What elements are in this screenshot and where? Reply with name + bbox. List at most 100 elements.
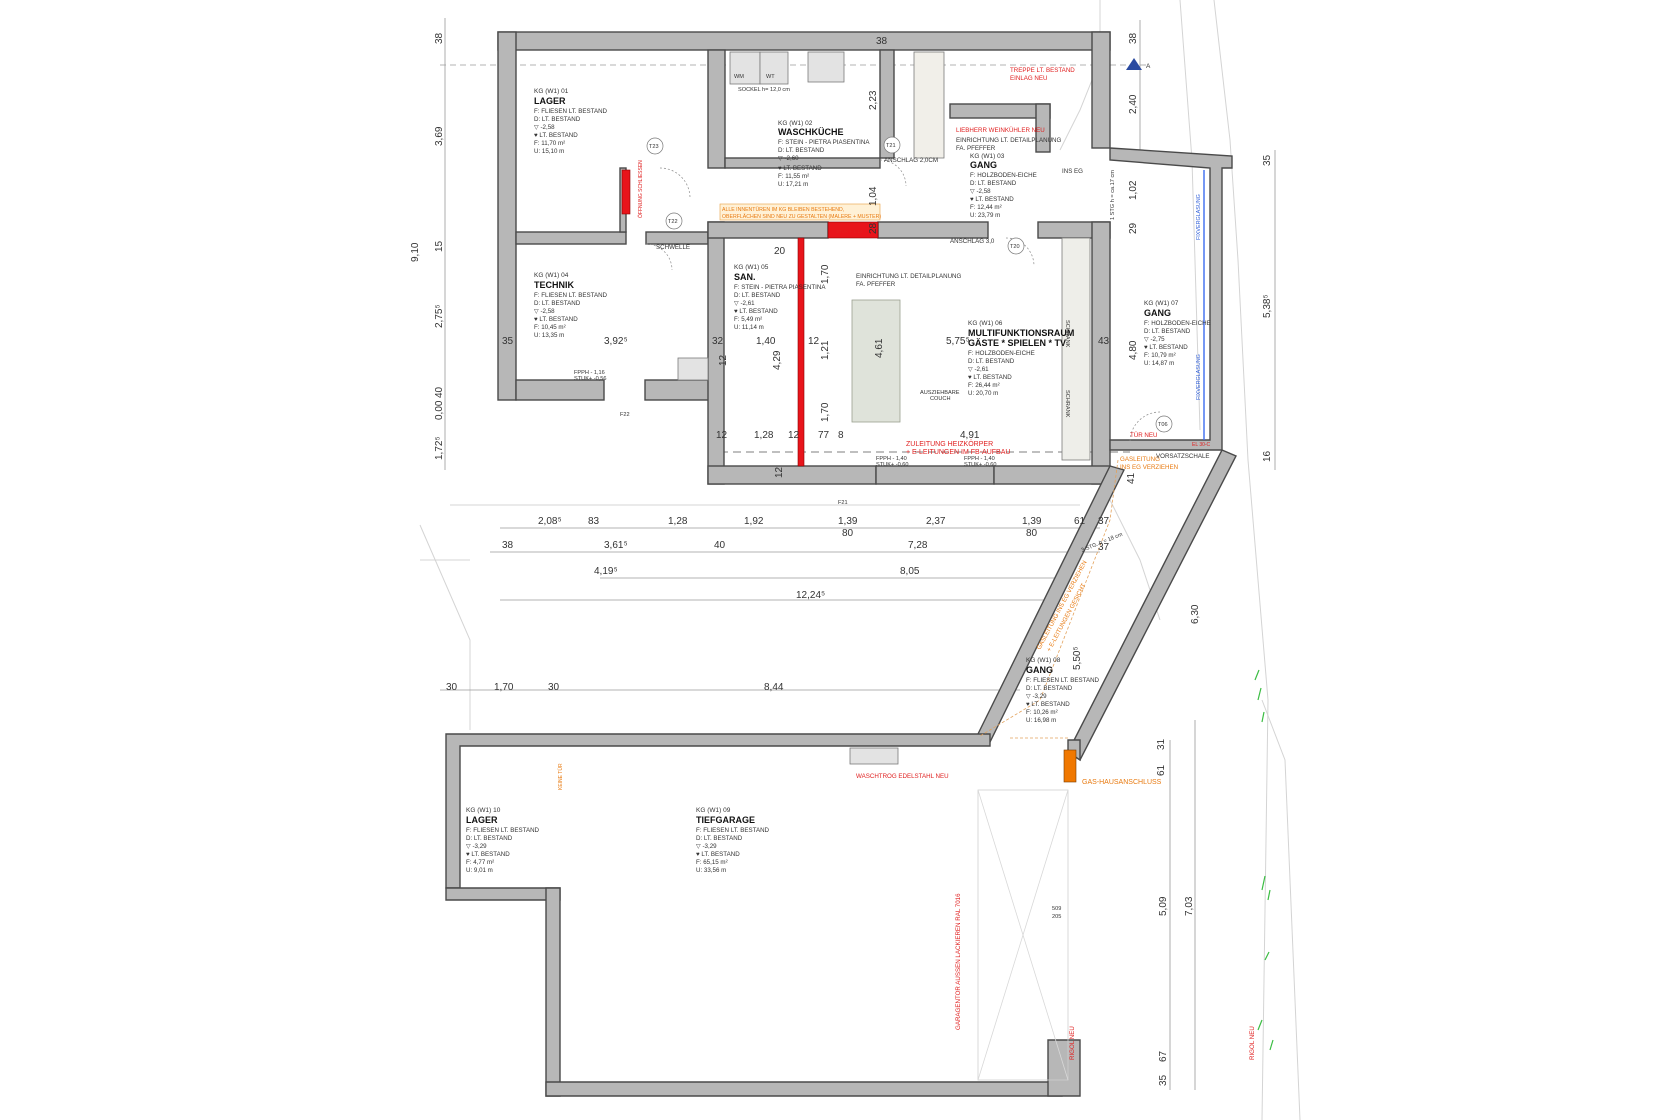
label-rooms-5-lines-2: ▽ -2,61 <box>968 366 989 373</box>
label-dims-d38a: 38 <box>434 32 445 44</box>
label-dims-r1-80a: 80 <box>842 528 854 539</box>
neighbour-outlines <box>419 0 1301 1120</box>
label-notes-black-fa-pfeffer2: FA. PFEFFER <box>956 145 996 152</box>
sink <box>807 51 845 83</box>
room-label-02-cont: ♥ LT. BESTAND F: 11,55 m² U: 17,21 m <box>778 165 822 188</box>
label-notes-red-zuleitung1: ZULEITUNG HEIZKÖRPER <box>906 440 993 448</box>
label-rooms-8-lines-5: U: 33,56 m <box>696 867 726 874</box>
label-notes-red-rigol1: RIGOL NEU <box>1069 1026 1076 1060</box>
label-notes-black-fa-pfeffer1: FA. PFEFFER <box>856 281 896 288</box>
label-rooms-6-lines-4: F: 10,79 m² <box>1144 352 1176 359</box>
red-lintel <box>827 221 879 239</box>
door-tags: T23 T22 T21 T20 T06 F22 F21 <box>620 136 1173 506</box>
label-notes-red-stuk: STUK + 1,10 <box>836 229 863 234</box>
label-notes-orange-innentueren1: ALLE INNENTÜREN IM KG BLEIBEN BESTEHEND, <box>722 206 844 213</box>
label-rooms-7-lines-4: F: 10,26 m² <box>1026 709 1058 716</box>
label-notes-black-meas2: 205 <box>1052 914 1061 920</box>
room-label-06: KG (W1) 06 MULTIFUNKTIONSRAUM GÄSTE * SP… <box>968 320 1074 397</box>
staircase <box>913 51 945 159</box>
label-notes-black-stg2: 1 STG h = ca.17 cm <box>1110 170 1116 220</box>
label-rooms-7-name: GANG <box>1026 665 1053 675</box>
label-notes-orange-gasanschluss: GAS-HAUSANSCHLUSS <box>1082 779 1162 786</box>
label-dims-d703: 7,03 <box>1184 896 1195 916</box>
label-blue-labels-fixvert1: FIXVERGLASUNG <box>1196 194 1202 240</box>
garage-cross <box>977 789 1069 1081</box>
label-dims-d29: 29 <box>1128 222 1139 234</box>
label-dims-d35b: 35 <box>1158 1074 1169 1086</box>
label-dims-r1-139b: 1,39 <box>1022 516 1042 527</box>
label-notes-black-anschlag2: ANSCHLAG 3,0 <box>950 238 995 245</box>
label-rooms-4-lines-3: ♥ LT. BESTAND <box>734 308 778 315</box>
room-label-09: KG (W1) 09 TIEFGARAGE F: FLIESEN LT. BES… <box>696 807 770 874</box>
pull-out-couch <box>851 299 901 423</box>
label-rooms-0-lines-1: D: LT. BESTAND <box>534 116 581 123</box>
label-dims-r2-37: 37 <box>1098 542 1110 553</box>
label-rooms-9-code: KG (W1) 10 <box>466 807 501 814</box>
label-notes-red-tuer-neu: TÜR NEU <box>1130 432 1158 439</box>
label-notes-black-ins-eg: INS EG <box>1062 168 1083 175</box>
label-dims-r5-170: 1,70 <box>494 682 514 693</box>
label-notes-orange-gasleitung1: GASLEITUNG <box>1120 456 1160 463</box>
label-rooms-3-lines-2: ▽ -2,58 <box>534 308 555 315</box>
label-rooms-8-lines-0: F: FLIESEN LT. BESTAND <box>696 827 770 834</box>
label-notes-black-einrichtung2: EINRICHTUNG LT. DETAILPLANUNG <box>956 137 1062 144</box>
wash-trough <box>849 747 899 765</box>
label-rooms-9-lines-3: ♥ LT. BESTAND <box>466 851 510 858</box>
label-rooms-2-lines-0: F: HOLZBODEN-EICHE <box>970 172 1037 179</box>
label-rooms-7-lines-1: D: LT. BESTAND <box>1026 685 1073 692</box>
label-rooms-9-lines-1: D: LT. BESTAND <box>466 835 513 842</box>
label-notes-orange-innentueren2: OBERFLÄCHEN SIND NEU ZU GESTALTEN (MALER… <box>722 213 881 220</box>
label-rooms-8-code: KG (W1) 09 <box>696 807 731 814</box>
label-notes-black-meas1: 509 <box>1052 906 1061 912</box>
label-dims-r1-80b: 80 <box>1026 528 1038 539</box>
label-notes-black-wm: WM <box>734 74 744 80</box>
label-dims-d121: 1,21 <box>820 340 831 360</box>
label-dims-r1-139a: 1,39 <box>838 516 858 527</box>
label-dims-d223: 2,23 <box>868 90 879 110</box>
label-dims-r1-37: 37 <box>1098 516 1110 527</box>
label-dims-d8: 8 <box>838 430 844 441</box>
label-notes-black-stuk3: STUK+ -0,60 <box>964 462 997 468</box>
label-notes-black-stuk1: STUK+ -0,56 <box>574 376 607 382</box>
label-dims-d12a: 12 <box>718 354 729 366</box>
label-dims-r2-40: 40 <box>714 540 726 551</box>
label-rooms-3-lines-3: ♥ LT. BESTAND <box>534 316 578 323</box>
label-rooms-8-lines-4: F: 65,15 m² <box>696 859 728 866</box>
label-notes-black-fpph2: FPPH - 1,40 <box>876 456 907 462</box>
label-rooms-2-lines-5: U: 23,79 m <box>970 212 1000 219</box>
dimensions: 38 38 38 3,69 9,10 15 2,75⁵ 40 0,00 1,72… <box>410 32 1273 1086</box>
annotation-notes: EINRICHTUNG LT. DETAILPLANUNG FA. PFEFFE… <box>574 74 1211 920</box>
label-rooms-5-name2: GÄSTE * SPIELEN * TV <box>968 338 1066 348</box>
label-dims-d102: 1,02 <box>1128 180 1139 200</box>
walls <box>445 31 1237 1097</box>
label-dims-d40: 40 <box>434 386 445 398</box>
label-dims-d5755: 5,75⁵ <box>946 336 970 347</box>
label-rooms-1-name: WASCHKÜCHE <box>778 127 844 137</box>
label-dims-d491: 4,91 <box>960 430 980 441</box>
label-notes-red-zuleitung2: + E-LEITUNGEN IM FB-AUFBAU <box>906 449 1010 456</box>
label-notes-black-schrank1: SCHRANK <box>1064 320 1070 348</box>
room-label-10: KG (W1) 10 LAGER F: FLIESEN LT. BESTAND … <box>466 807 540 874</box>
label-rooms-4-lines-1: D: LT. BESTAND <box>734 292 781 299</box>
label-notes-red-treppe: TREPPE LT. BESTAND <box>1010 67 1075 74</box>
label-rooms-4-lines-0: F: STEIN - PIETRA PIASENTINA <box>734 284 826 291</box>
label-notes-red-waschtrog: WASCHTROG EDELSTAHL NEU <box>856 773 949 780</box>
label-notes-black-fpph3: FPPH - 1,40 <box>964 456 995 462</box>
label-rooms-3-lines-1: D: LT. BESTAND <box>534 300 581 307</box>
label-rooms-6-lines-3: ♥ LT. BESTAND <box>1144 344 1188 351</box>
label-rooms-1-lines-0: F: STEIN - PIETRA PIASENTINA <box>778 139 870 146</box>
room-label-03: KG (W1) 03 GANG F: HOLZBODEN-EICHE D: LT… <box>970 153 1037 219</box>
label-rooms-5-lines-0: F: HOLZBODEN-EICHE <box>968 350 1035 357</box>
label-rooms-7-code: KG (W1) 08 <box>1026 657 1061 664</box>
label-notes-black-vorsatzschale: VORSATZSCHALE <box>1156 453 1210 460</box>
label-rooms-7-lines-0: F: FLIESEN LT. BESTAND <box>1026 677 1100 684</box>
label-rooms-6-code: KG (W1) 07 <box>1144 300 1179 307</box>
label-rooms-2-lines-4: F: 12,44 m² <box>970 204 1002 211</box>
label-rooms-2-code: KG (W1) 03 <box>970 153 1005 160</box>
label-dims-r1-192: 1,92 <box>744 516 764 527</box>
label-rooms-3-code: KG (W1) 04 <box>534 272 569 279</box>
label-rooms-2-lines-2: ▽ -2,58 <box>970 188 991 195</box>
label-dims-r2-728: 7,28 <box>908 540 928 551</box>
label-wall-labels-oeffnung: ÖFFNUNG SCHLIESSEN <box>637 160 644 218</box>
cabinet <box>1061 237 1091 461</box>
